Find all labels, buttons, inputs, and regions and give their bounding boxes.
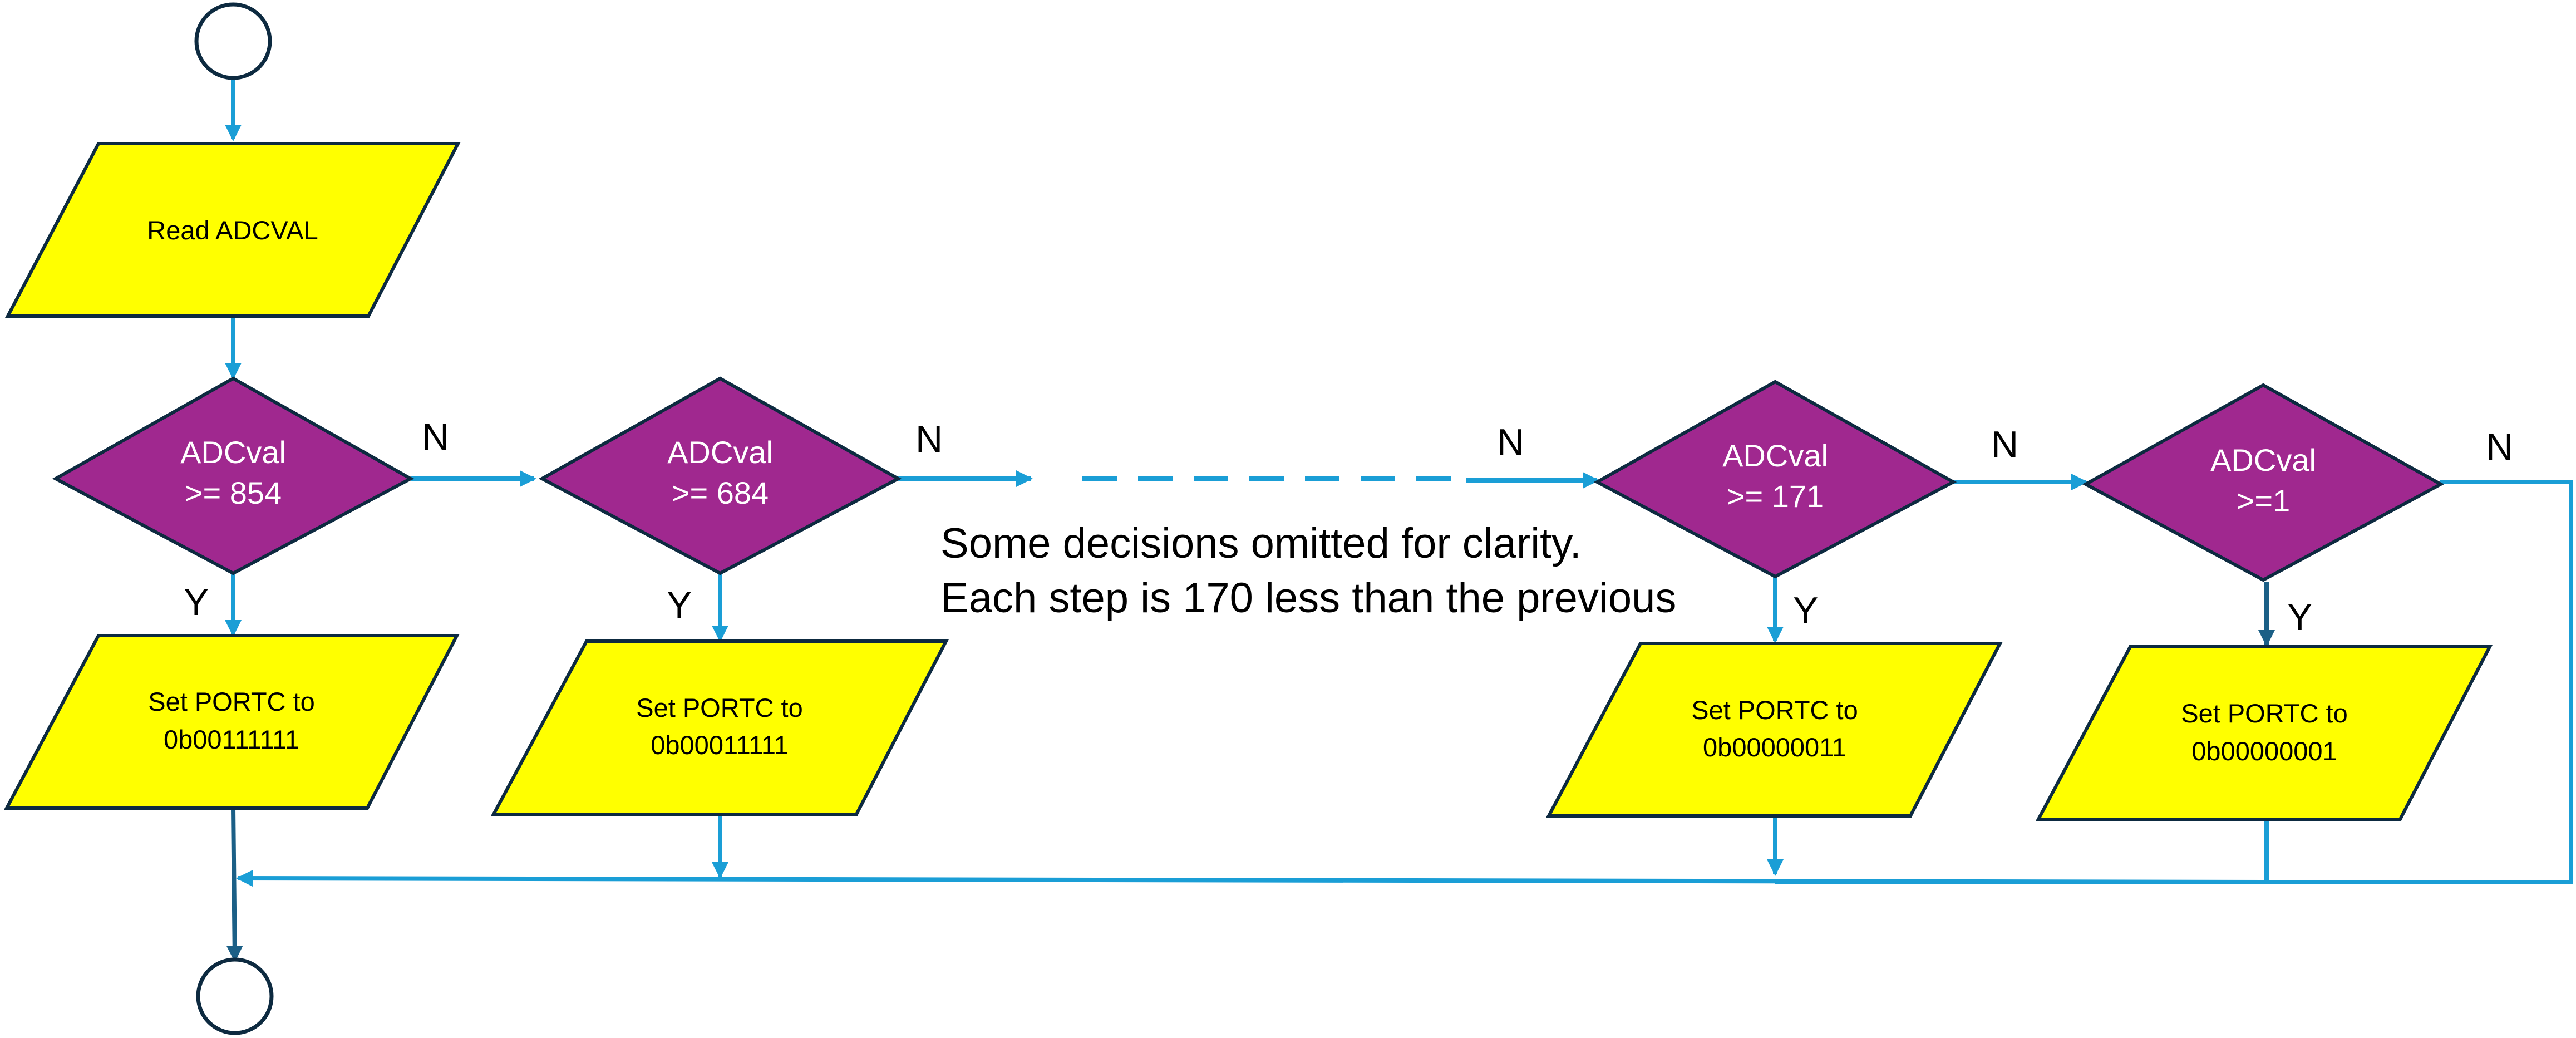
output-1-line1: Set PORTC to	[148, 687, 315, 716]
output-3-line2: 0b00000011	[1703, 732, 1846, 762]
yes-label-2: Y	[667, 584, 692, 626]
output-4-line2: 0b00000001	[2191, 736, 2337, 766]
output-box-2: Set PORTC to 0b00011111	[490, 639, 949, 816]
merge-line	[236, 870, 2267, 887]
end-terminator	[196, 957, 274, 1035]
output-1-line2: 0b00111111	[164, 725, 299, 754]
read-adcval-box: Read ADCVAL	[5, 142, 461, 318]
decision-684-line1: ADCval	[667, 435, 773, 470]
output-box-1: Set PORTC to 0b00111111	[4, 634, 460, 810]
output-2-line1: Set PORTC to	[636, 693, 803, 722]
decision-1-line1: ADCval	[2210, 442, 2316, 478]
note-line-1: Some decisions omitted for clarity.	[940, 520, 1582, 567]
decision-684-line2: >= 684	[672, 475, 769, 510]
no-label-5: N	[2486, 426, 2513, 468]
decision-1-line2: >=1	[2237, 483, 2291, 518]
output-box-3: Set PORTC to 0b00000011	[1546, 642, 2003, 818]
yes-label-1: Y	[184, 581, 209, 623]
yes-label-4: Y	[2287, 596, 2312, 638]
start-terminator	[194, 2, 272, 80]
no-label-3: N	[1497, 421, 1524, 464]
decision-854-line2: >= 854	[185, 475, 282, 510]
note-line-2: Each step is 170 less than the previous	[940, 574, 1676, 622]
output-2-line2: 0b00011111	[651, 730, 788, 760]
output-4-line1: Set PORTC to	[2181, 698, 2348, 728]
decision-684: ADCval >= 684	[538, 376, 902, 575]
no-label-1: N	[422, 416, 449, 458]
no-label-2: N	[915, 418, 943, 460]
yes-label-3: Y	[1793, 589, 1818, 632]
decision-171-line1: ADCval	[1722, 438, 1828, 473]
decision-171-line2: >= 171	[1727, 479, 1824, 514]
decision-171: ADCval >= 171	[1593, 380, 1957, 579]
output-3-line1: Set PORTC to	[1691, 695, 1858, 725]
arrow-output-1-to-end	[226, 808, 243, 962]
output-box-4: Set PORTC to 0b00000001	[2036, 645, 2493, 821]
no-label-4: N	[1991, 424, 2018, 466]
read-adcval-text: Read ADCVAL	[147, 215, 318, 245]
decision-854-line1: ADCval	[180, 435, 286, 470]
decision-854: ADCval >= 854	[52, 376, 415, 575]
decision-1: ADCval >=1	[2082, 383, 2445, 582]
connectors	[225, 79, 2573, 962]
